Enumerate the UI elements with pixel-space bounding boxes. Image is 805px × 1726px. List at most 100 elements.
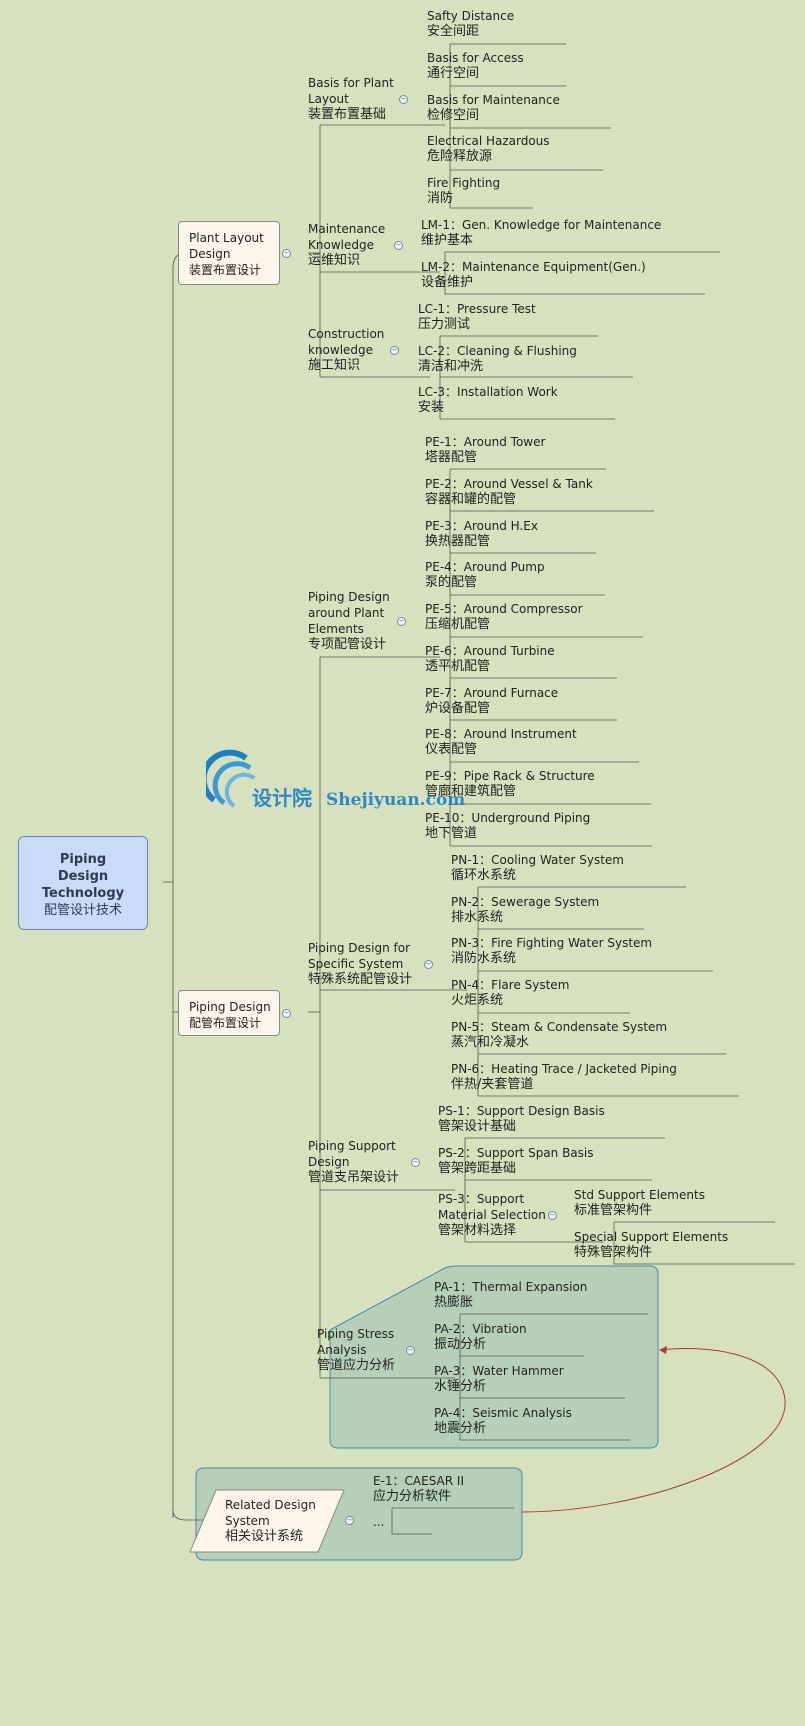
node-maintenance-knowledge[interactable]: Maintenance Knowledge 运维知识 bbox=[308, 221, 385, 269]
item-cn: 地震分析 bbox=[434, 1421, 487, 1436]
node-piping-support-design[interactable]: Piping Support Design 管道支吊架设计 bbox=[308, 1138, 399, 1186]
item-en: Safty Distance bbox=[427, 9, 515, 23]
item-ps-3[interactable]: PS-3：Support Material Selection 管架材料选择 bbox=[438, 1191, 546, 1239]
item-cn: 泵的配管 bbox=[425, 575, 478, 590]
related-en-2: System bbox=[225, 1514, 270, 1528]
root-cn: 配管设计技术 bbox=[43, 903, 122, 918]
branch-plant-layout-en: Plant Layout Design bbox=[189, 231, 264, 261]
item-en: PS-1：Support Design Basis bbox=[438, 1104, 605, 1118]
item-en: PE-4：Around Pump bbox=[425, 560, 545, 574]
maint-en-2: Knowledge bbox=[308, 238, 374, 252]
watermark-en: Shejiyuan.com bbox=[326, 790, 466, 810]
related-en-1: Related Design bbox=[225, 1498, 316, 1512]
item-cn: 透平机配管 bbox=[425, 659, 491, 674]
collapse-toggle-support[interactable]: − bbox=[411, 1158, 420, 1167]
item-cn: 压缩机配管 bbox=[425, 617, 491, 632]
collapse-toggle-stress[interactable]: − bbox=[406, 1346, 415, 1355]
branch-piping-design[interactable]: Piping Design 配管布置设计 bbox=[178, 990, 280, 1036]
collapse-toggle-elements[interactable]: − bbox=[397, 617, 406, 626]
item-en: PE-2：Around Vessel & Tank bbox=[425, 477, 593, 491]
collapse-toggle-ps3[interactable]: − bbox=[548, 1211, 557, 1220]
node-piping-stress-analysis[interactable]: Piping Stress Analysis 管道应力分析 bbox=[317, 1326, 395, 1374]
collapse-toggle-maintenance[interactable]: − bbox=[394, 241, 403, 250]
item-cn: 换热器配管 bbox=[425, 534, 491, 549]
item-cn: 通行空间 bbox=[427, 66, 480, 81]
branch-related-design[interactable]: Related Design System 相关设计系统 bbox=[225, 1497, 316, 1545]
item-ellipsis[interactable]: ... bbox=[373, 1514, 384, 1530]
item-en: E-1：CAESAR II bbox=[373, 1474, 464, 1488]
collapse-toggle-piping[interactable]: − bbox=[282, 1009, 291, 1018]
node-basis-plant-layout[interactable]: Basis for Plant Layout 装置布置基础 bbox=[308, 75, 394, 123]
branch-plant-layout[interactable]: Plant Layout Design 装置布置设计 bbox=[178, 221, 280, 285]
collapse-toggle-construction[interactable]: − bbox=[390, 346, 399, 355]
item-cn: 炉设备配管 bbox=[425, 701, 491, 716]
root-node[interactable]: Piping Design Technology 配管设计技术 bbox=[18, 836, 148, 930]
related-node-shape bbox=[189, 1489, 345, 1553]
item-lm-2[interactable]: LM-2：Maintenance Equipment(Gen.)设备维护 bbox=[421, 259, 646, 291]
collapse-toggle-related[interactable]: − bbox=[345, 1516, 354, 1525]
node-construction-knowledge[interactable]: Construction knowledge 施工知识 bbox=[308, 326, 384, 374]
const-en-2: knowledge bbox=[308, 343, 374, 357]
item-en: Basis for Access bbox=[427, 51, 524, 65]
item-cn: 消防水系统 bbox=[451, 951, 517, 966]
node-piping-specific-system[interactable]: Piping Design for Specific System 特殊系统配管… bbox=[308, 940, 412, 988]
ps-en-2: Design bbox=[308, 1155, 350, 1169]
maint-en-1: Maintenance bbox=[308, 222, 386, 236]
item-en: PE-8：Around Instrument bbox=[425, 727, 577, 741]
item-en: PE-10：Underground Piping bbox=[425, 811, 591, 825]
item-cn: 危险释放源 bbox=[427, 149, 493, 164]
item-cn: 塔器配管 bbox=[425, 450, 478, 465]
item-en: LC-1：Pressure Test bbox=[418, 302, 536, 316]
collapse-toggle-layout[interactable]: − bbox=[282, 249, 291, 258]
item-cn: 火炬系统 bbox=[451, 993, 504, 1008]
pn-cn: 特殊系统配管设计 bbox=[308, 972, 413, 987]
branch-piping-design-cn: 配管布置设计 bbox=[189, 1016, 262, 1030]
item-cn: 标准管架构件 bbox=[574, 1203, 653, 1218]
item-cn: 地下管道 bbox=[425, 826, 478, 841]
item-en: PN-5：Steam & Condensate System bbox=[451, 1020, 668, 1034]
item-cn: 管架设计基础 bbox=[438, 1119, 517, 1134]
collapse-toggle-basis[interactable]: − bbox=[399, 95, 408, 104]
relation-arrowhead bbox=[659, 1346, 667, 1354]
const-en-1: Construction bbox=[308, 327, 385, 341]
item-en: PE-3：Around H.Ex bbox=[425, 519, 538, 533]
ps-cn: 管道支吊架设计 bbox=[308, 1170, 400, 1185]
node-piping-plant-elements[interactable]: Piping Design around Plant Elements 专项配管… bbox=[308, 589, 390, 653]
collapse-toggle-systems[interactable]: − bbox=[424, 960, 433, 969]
item-cn: 维护基本 bbox=[421, 233, 474, 248]
